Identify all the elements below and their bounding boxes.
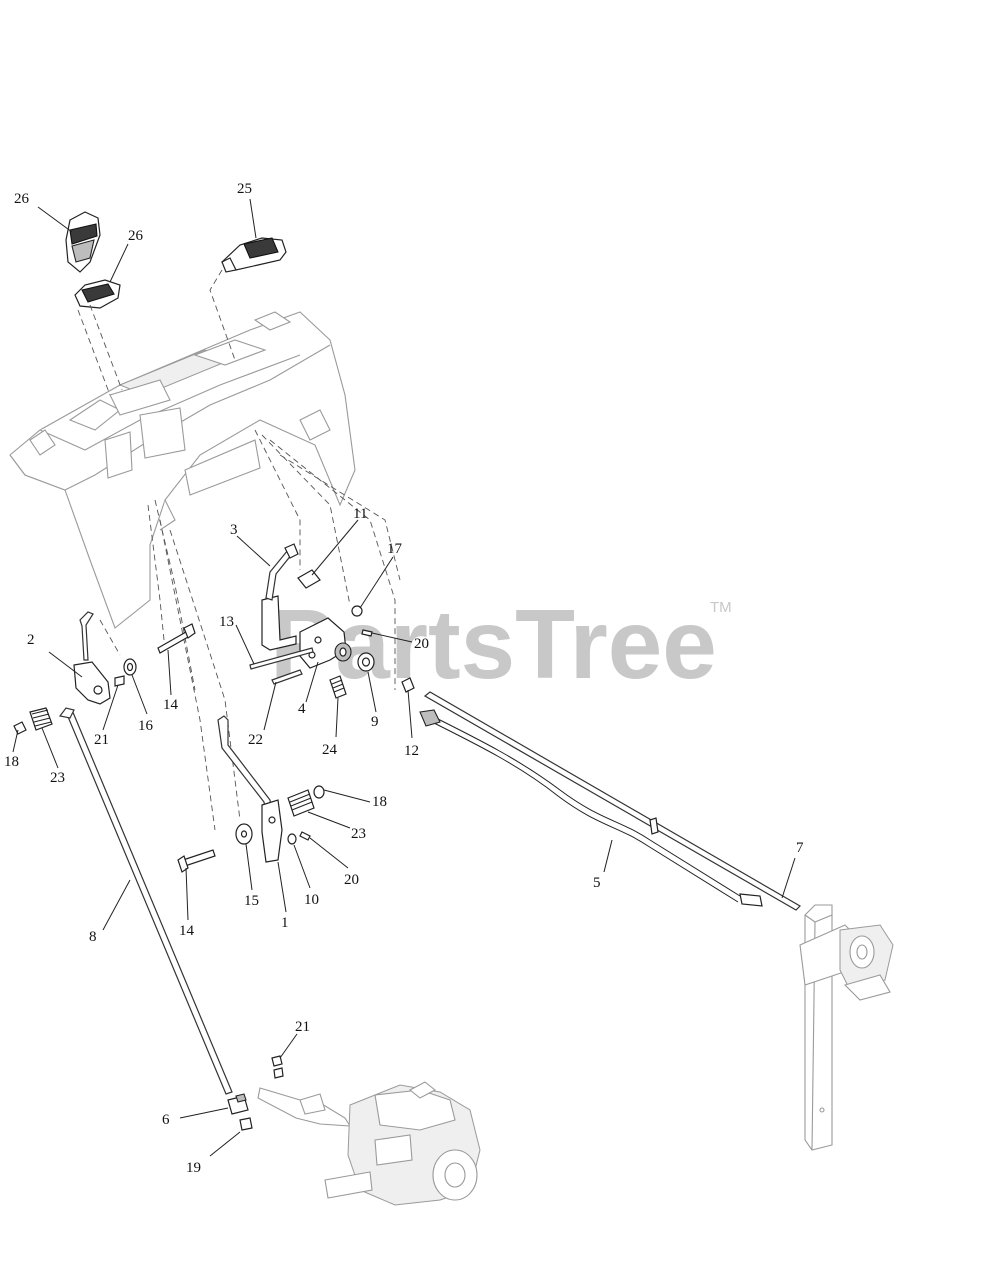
- callout-6: 6: [162, 1112, 170, 1128]
- callout-16: 16: [138, 718, 154, 734]
- bushing-11: [297, 569, 321, 589]
- callout-5: 5: [593, 875, 601, 891]
- callout-20-upper: 20: [414, 636, 429, 652]
- clip-18-left: [13, 721, 27, 735]
- callout-18-right: 18: [372, 794, 387, 810]
- callout-15: 15: [244, 893, 259, 909]
- bolt-21-left: [114, 675, 125, 687]
- dash-panel-ghost: [9, 311, 356, 629]
- callout-8: 8: [89, 929, 97, 945]
- bolt-14-upper: [157, 623, 196, 654]
- callout-21-lower: 21: [295, 1019, 310, 1035]
- callout-19: 19: [186, 1160, 201, 1176]
- washer-16: [123, 658, 137, 676]
- cable-5: [419, 709, 763, 907]
- knob-26-upper: [65, 211, 101, 273]
- knob-26-lower: [74, 279, 121, 309]
- knob-25: [220, 237, 287, 273]
- callout-26-upper: 26: [14, 191, 30, 207]
- rod-end-6: [227, 1093, 249, 1115]
- callout-10: 10: [304, 892, 319, 908]
- callout-14-upper: 14: [163, 697, 179, 713]
- cable-7: [423, 691, 801, 911]
- spring-23-left: [29, 707, 53, 731]
- callout-9: 9: [371, 714, 379, 730]
- spring-24: [329, 675, 347, 699]
- callout-22: 22: [248, 732, 263, 748]
- transmission-ghost: [257, 1081, 481, 1206]
- bolt-20-upper: [361, 629, 373, 637]
- callout-23-right: 23: [351, 826, 366, 842]
- shift-rod-8: [58, 707, 233, 1095]
- shift-arm-3: [265, 543, 299, 601]
- nut-19: [239, 1117, 253, 1131]
- clip-18-right: [313, 785, 325, 799]
- callout-26-lower: 26: [128, 228, 144, 244]
- shift-lever-1: [217, 715, 283, 863]
- callout-numbers: 26 26 25 3 11 17 13 20 2 4 9 12 24 22 14…: [4, 181, 804, 1176]
- watermark-trademark: TM: [710, 599, 732, 616]
- nut-17: [351, 605, 363, 617]
- callout-11: 11: [353, 506, 367, 522]
- clip-12: [401, 677, 415, 693]
- callout-12: 12: [404, 743, 419, 759]
- callout-14-lower: 14: [179, 923, 195, 939]
- shift-lever-2: [73, 611, 111, 705]
- callout-23-left: 23: [50, 770, 65, 786]
- spring-23-right: [287, 789, 315, 817]
- callout-2: 2: [27, 632, 35, 648]
- callout-25: 25: [237, 181, 252, 197]
- bolt-14-lower: [177, 849, 216, 873]
- pin-22: [271, 669, 303, 685]
- bolt-20-lower: [299, 831, 311, 841]
- callout-13: 13: [219, 614, 234, 630]
- bearing-9: [357, 652, 375, 672]
- callout-3: 3: [230, 522, 238, 538]
- pin-13: [249, 647, 314, 670]
- callout-4: 4: [298, 701, 306, 717]
- callout-20-lower: 20: [344, 872, 359, 888]
- nut-10: [287, 833, 297, 845]
- drive-shaft-ghost: [799, 904, 894, 1151]
- callout-17: 17: [387, 541, 403, 557]
- assembly-dashed-lines: [77, 269, 401, 831]
- callout-18-left: 18: [4, 754, 19, 770]
- callout-21-left: 21: [94, 732, 109, 748]
- control-bracket-4: [261, 595, 352, 669]
- callout-24: 24: [322, 742, 338, 758]
- bolt-21-lower: [271, 1055, 284, 1079]
- callout-1: 1: [281, 915, 289, 931]
- callout-7: 7: [796, 840, 804, 856]
- washer-15: [235, 823, 253, 845]
- leader-lines: [12, 198, 796, 1157]
